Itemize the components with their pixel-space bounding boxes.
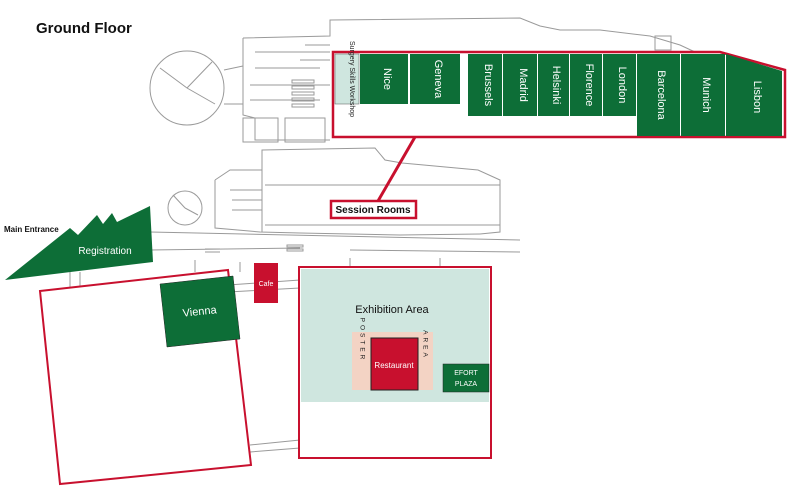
room-geneva[interactable] — [410, 54, 460, 104]
room-label-madrid: Madrid — [517, 68, 529, 102]
efort-plaza-label-line1: EFORT — [454, 370, 478, 377]
registration-area[interactable] — [5, 206, 153, 280]
restaurant-label: Restaurant — [374, 361, 414, 370]
room-label-barcelona: Barcelona — [655, 70, 667, 120]
area-label: AREA — [422, 330, 429, 360]
room-label-florence: Florence — [583, 64, 595, 107]
room-label-lisbon: Lisbon — [751, 81, 763, 113]
room-lisbon[interactable] — [726, 54, 782, 136]
room-surgery-workshop[interactable] — [334, 53, 360, 105]
room-london[interactable] — [603, 54, 636, 116]
exhibition-area-label: Exhibition Area — [355, 304, 429, 316]
efort-plaza[interactable] — [442, 363, 490, 393]
room-label-geneva: Geneva — [432, 60, 444, 99]
room-label-vienna: Vienna — [182, 304, 218, 320]
room-label-brussels: Brussels — [482, 64, 494, 107]
room-nice[interactable] — [360, 54, 408, 104]
room-vienna[interactable] — [159, 275, 241, 348]
floor-title: Ground Floor — [36, 20, 132, 37]
cafe[interactable] — [254, 263, 278, 303]
main-entrance-label: Main Entrance — [4, 225, 59, 234]
session-rooms-connector — [376, 136, 417, 202]
cafe-label: Cafe — [259, 281, 274, 288]
restaurant[interactable] — [370, 337, 419, 391]
room-label-munich: Munich — [700, 77, 712, 112]
room-brussels[interactable] — [468, 54, 502, 116]
room-helsinki[interactable] — [538, 54, 569, 116]
room-florence[interactable] — [570, 54, 602, 116]
room-label-london: London — [616, 67, 628, 104]
session-rooms-label: Session Rooms — [335, 205, 410, 216]
session-rooms-tag[interactable] — [329, 199, 418, 220]
poster-label: POSTER — [359, 318, 366, 363]
building-outline — [69, 17, 696, 453]
registration-label: Registration — [78, 246, 131, 257]
room-madrid[interactable] — [503, 54, 537, 116]
room-label-nice: Nice — [381, 68, 393, 90]
room-label-surgery-workshop: Surgery Skills Workshop — [348, 41, 355, 117]
room-barcelona[interactable] — [637, 54, 680, 136]
session-rooms-block: Surgery Skills Workshop Nice Geneva Brus… — [331, 41, 787, 139]
efort-plaza-label-line2: PLAZA — [455, 381, 478, 388]
room-munich[interactable] — [681, 54, 725, 136]
room-label-helsinki: Helsinki — [550, 66, 562, 105]
